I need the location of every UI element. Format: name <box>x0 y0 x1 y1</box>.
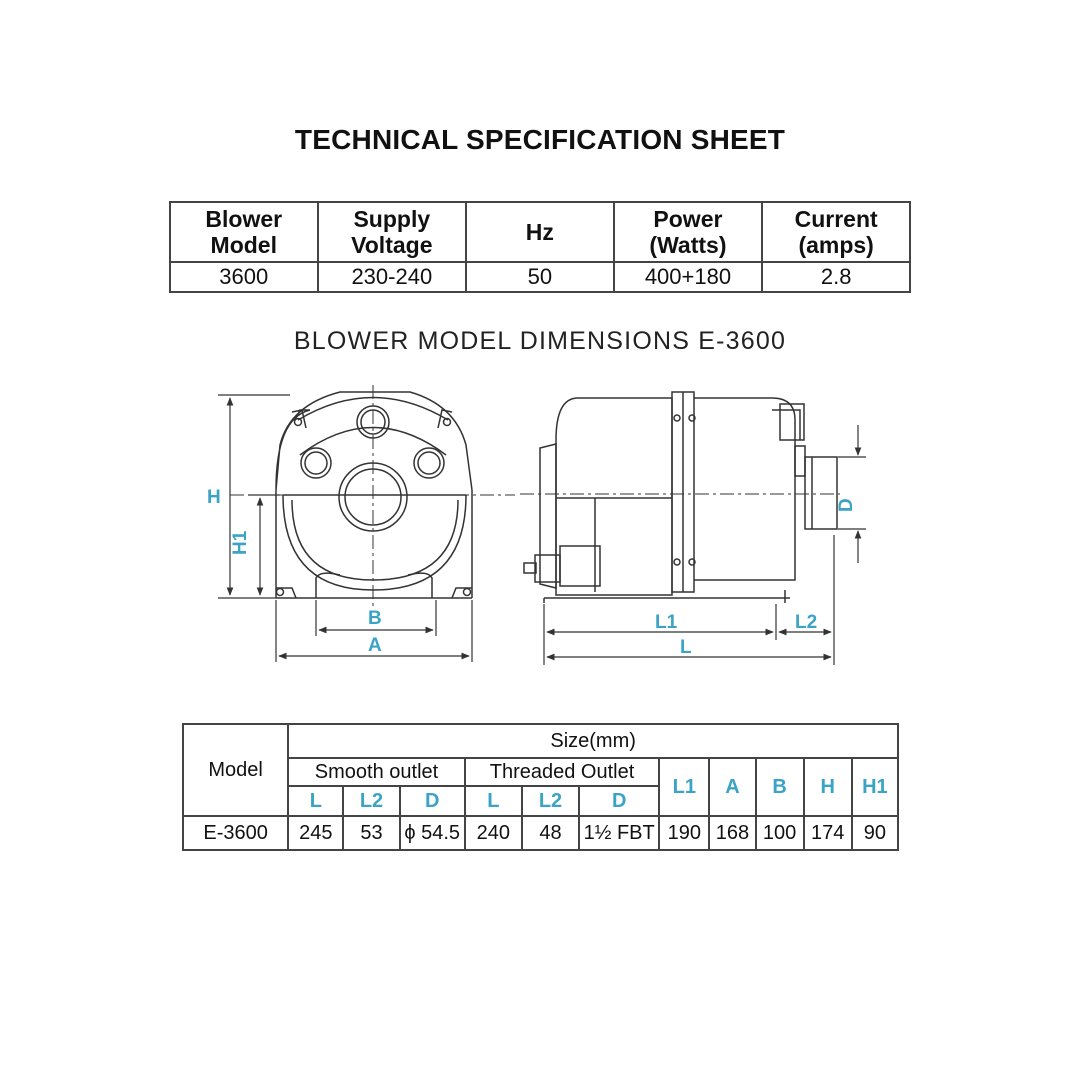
header-current: Current(amps) <box>761 201 911 263</box>
size-sub-row: L L2 D L L2 D <box>183 785 898 817</box>
header-smooth-l2: L2 <box>342 785 401 817</box>
header-smooth-d: D <box>398 785 466 817</box>
header-b: B <box>754 757 805 817</box>
size-data-row: E-3600 245 53 ϕ 54.5 240 48 1½ FBT 190 1… <box>181 815 900 851</box>
cell-smooth-l: 245 <box>287 815 345 851</box>
header-threaded-l2: L2 <box>520 785 581 817</box>
header-size-mm: Size(mm) <box>287 723 899 759</box>
header-threaded-l: L <box>463 785 523 817</box>
front-dimension-lines <box>218 394 473 662</box>
header-h: H <box>802 757 853 817</box>
header-a: A <box>708 757 757 817</box>
cell-model: 3600 <box>169 261 319 293</box>
cell-threaded-l2: 48 <box>520 815 581 851</box>
front-centerlines <box>230 385 515 608</box>
header-hz: Hz <box>465 201 615 263</box>
cell-smooth-d: ϕ 54.5 <box>398 815 466 851</box>
header-l1: L1 <box>658 757 711 817</box>
cell-h: 174 <box>802 815 853 851</box>
label-l1: L1 <box>655 612 678 633</box>
label-d: D <box>836 498 857 512</box>
dimensions-title: BLOWER MODEL DIMENSIONS E-3600 <box>293 327 787 355</box>
cell-b: 100 <box>754 815 805 851</box>
cell-hz: 50 <box>465 261 615 293</box>
side-view <box>523 391 838 603</box>
cell-threaded-d: 1½ FBT <box>578 815 661 851</box>
label-b: B <box>368 608 382 629</box>
label-h1: H1 <box>230 530 251 555</box>
label-l2: L2 <box>795 612 817 633</box>
cell-a: 168 <box>708 815 757 851</box>
size-group-row: Smooth outlet Threaded Outlet L1 A B H H… <box>183 757 900 817</box>
cell-l1: 190 <box>658 815 711 851</box>
cell-smooth-l2: 53 <box>342 815 401 851</box>
header-threaded-d: D <box>578 785 661 817</box>
label-h: H <box>207 487 221 508</box>
header-power: Power(Watts) <box>612 201 764 263</box>
cell-h1: 90 <box>850 815 900 851</box>
spec-data-row: 3600 230-240 50 400+180 2.8 <box>169 261 911 293</box>
cell-voltage: 230-240 <box>316 261 468 293</box>
cell-power: 400+180 <box>612 261 764 293</box>
page-title: TECHNICAL SPECIFICATION SHEET <box>294 124 786 155</box>
side-dimension-lines <box>543 425 866 665</box>
label-l: L <box>680 637 692 658</box>
cell-threaded-l: 240 <box>463 815 523 851</box>
cell-current: 2.8 <box>761 261 911 293</box>
header-smooth-l: L <box>287 785 345 817</box>
header-smooth-outlet: Smooth outlet <box>287 757 466 787</box>
header-h1: H1 <box>850 757 900 817</box>
label-a: A <box>368 635 382 656</box>
header-threaded-outlet: Threaded Outlet <box>463 757 661 787</box>
header-model: Model <box>181 723 290 817</box>
size-header-row: Model Size(mm) <box>181 723 899 817</box>
size-table: Model Size(mm) Smooth outlet Threaded Ou… <box>181 723 900 851</box>
cell-model: E-3600 <box>181 815 290 851</box>
